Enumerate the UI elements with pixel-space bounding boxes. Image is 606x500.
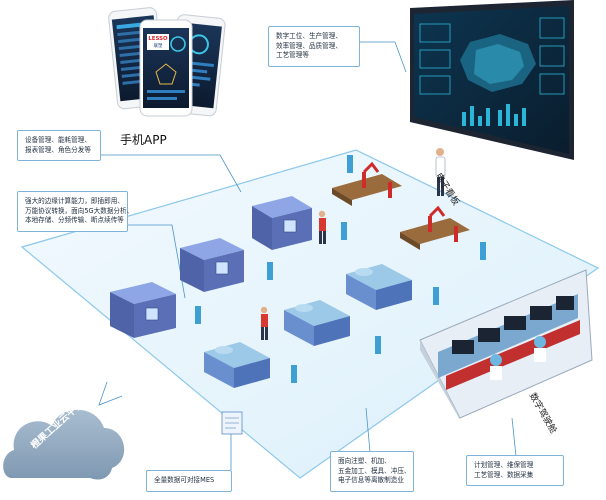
app-logo: LESSO [148,36,168,42]
electronic-kanban-board [410,0,574,160]
cockpit-features-note: 计划管理、维保管理 工艺管理、数据采集 [466,455,564,487]
target-industries-note: 面向注塑、机加、 五金加工、模具、冲压、 电子信息等离散制造业 [330,451,414,492]
app-logo-sub: 联塑 [154,42,163,49]
robot-conveyors [332,161,470,250]
engineer-figure [435,148,446,196]
press-machines [204,264,412,388]
device-management-note: 设备管理、能耗管理、 报表管理、角色分发等 [17,130,101,162]
workers [260,210,326,340]
mobile-app-phones [108,7,226,117]
injection-machines [110,196,312,338]
edge-computing-note: 强大的边缘计算能力，即插即用、 万能协议转换，面向5G大数据分析、 本地存储、分… [17,191,133,232]
mobile-app-label: 手机APP [120,133,167,147]
iot-gateways [195,155,486,383]
cloud-platform [3,409,125,480]
mes-document-icon [221,411,243,435]
digital-cockpit-room [419,269,593,420]
kanban-features-note: 数字工位、生产管理、 效率管理、品质管理、 工艺管理等 [268,26,360,67]
mes-integration-note: 全量数据可对接MES [146,470,232,492]
